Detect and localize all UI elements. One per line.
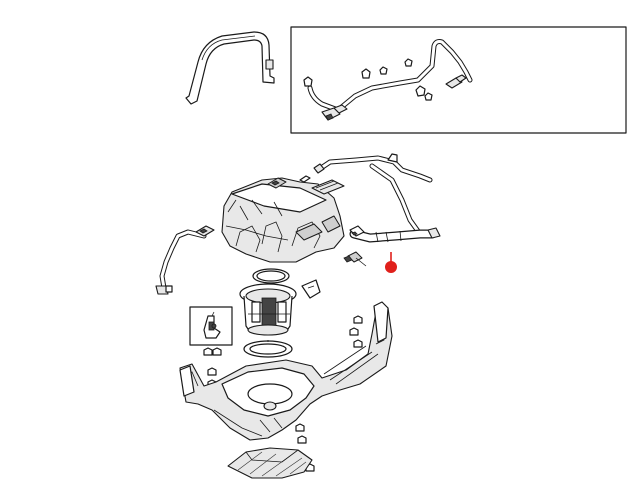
fuel-tank-strap[interactable] <box>185 31 275 105</box>
callout-marker <box>385 252 397 273</box>
fuel-tank[interactable] <box>221 175 345 263</box>
sender-fasteners[interactable] <box>203 347 222 356</box>
fuel-supply-line[interactable] <box>307 39 473 121</box>
fuel-pump-module[interactable] <box>239 283 297 336</box>
fuel-line-inset-box <box>290 26 627 134</box>
pressure-sensor-bracket[interactable] <box>301 279 321 299</box>
fuel-pump-lock-ring[interactable] <box>252 268 290 284</box>
heat-shield[interactable] <box>227 447 313 479</box>
filler-hose-clamp[interactable] <box>343 251 367 267</box>
fuel-filler-hose[interactable] <box>349 225 441 243</box>
fuel-tank-skid-plate[interactable] <box>179 301 393 441</box>
left-fuel-line[interactable] <box>155 225 215 295</box>
fuel-pump-seal[interactable] <box>243 340 293 358</box>
vapor-line[interactable] <box>313 153 433 237</box>
level-sender-inset-box <box>189 306 233 346</box>
fuel-level-sender[interactable] <box>203 311 221 339</box>
fuel-line-clips[interactable] <box>303 58 433 101</box>
mounting-bolts[interactable] <box>207 315 363 472</box>
